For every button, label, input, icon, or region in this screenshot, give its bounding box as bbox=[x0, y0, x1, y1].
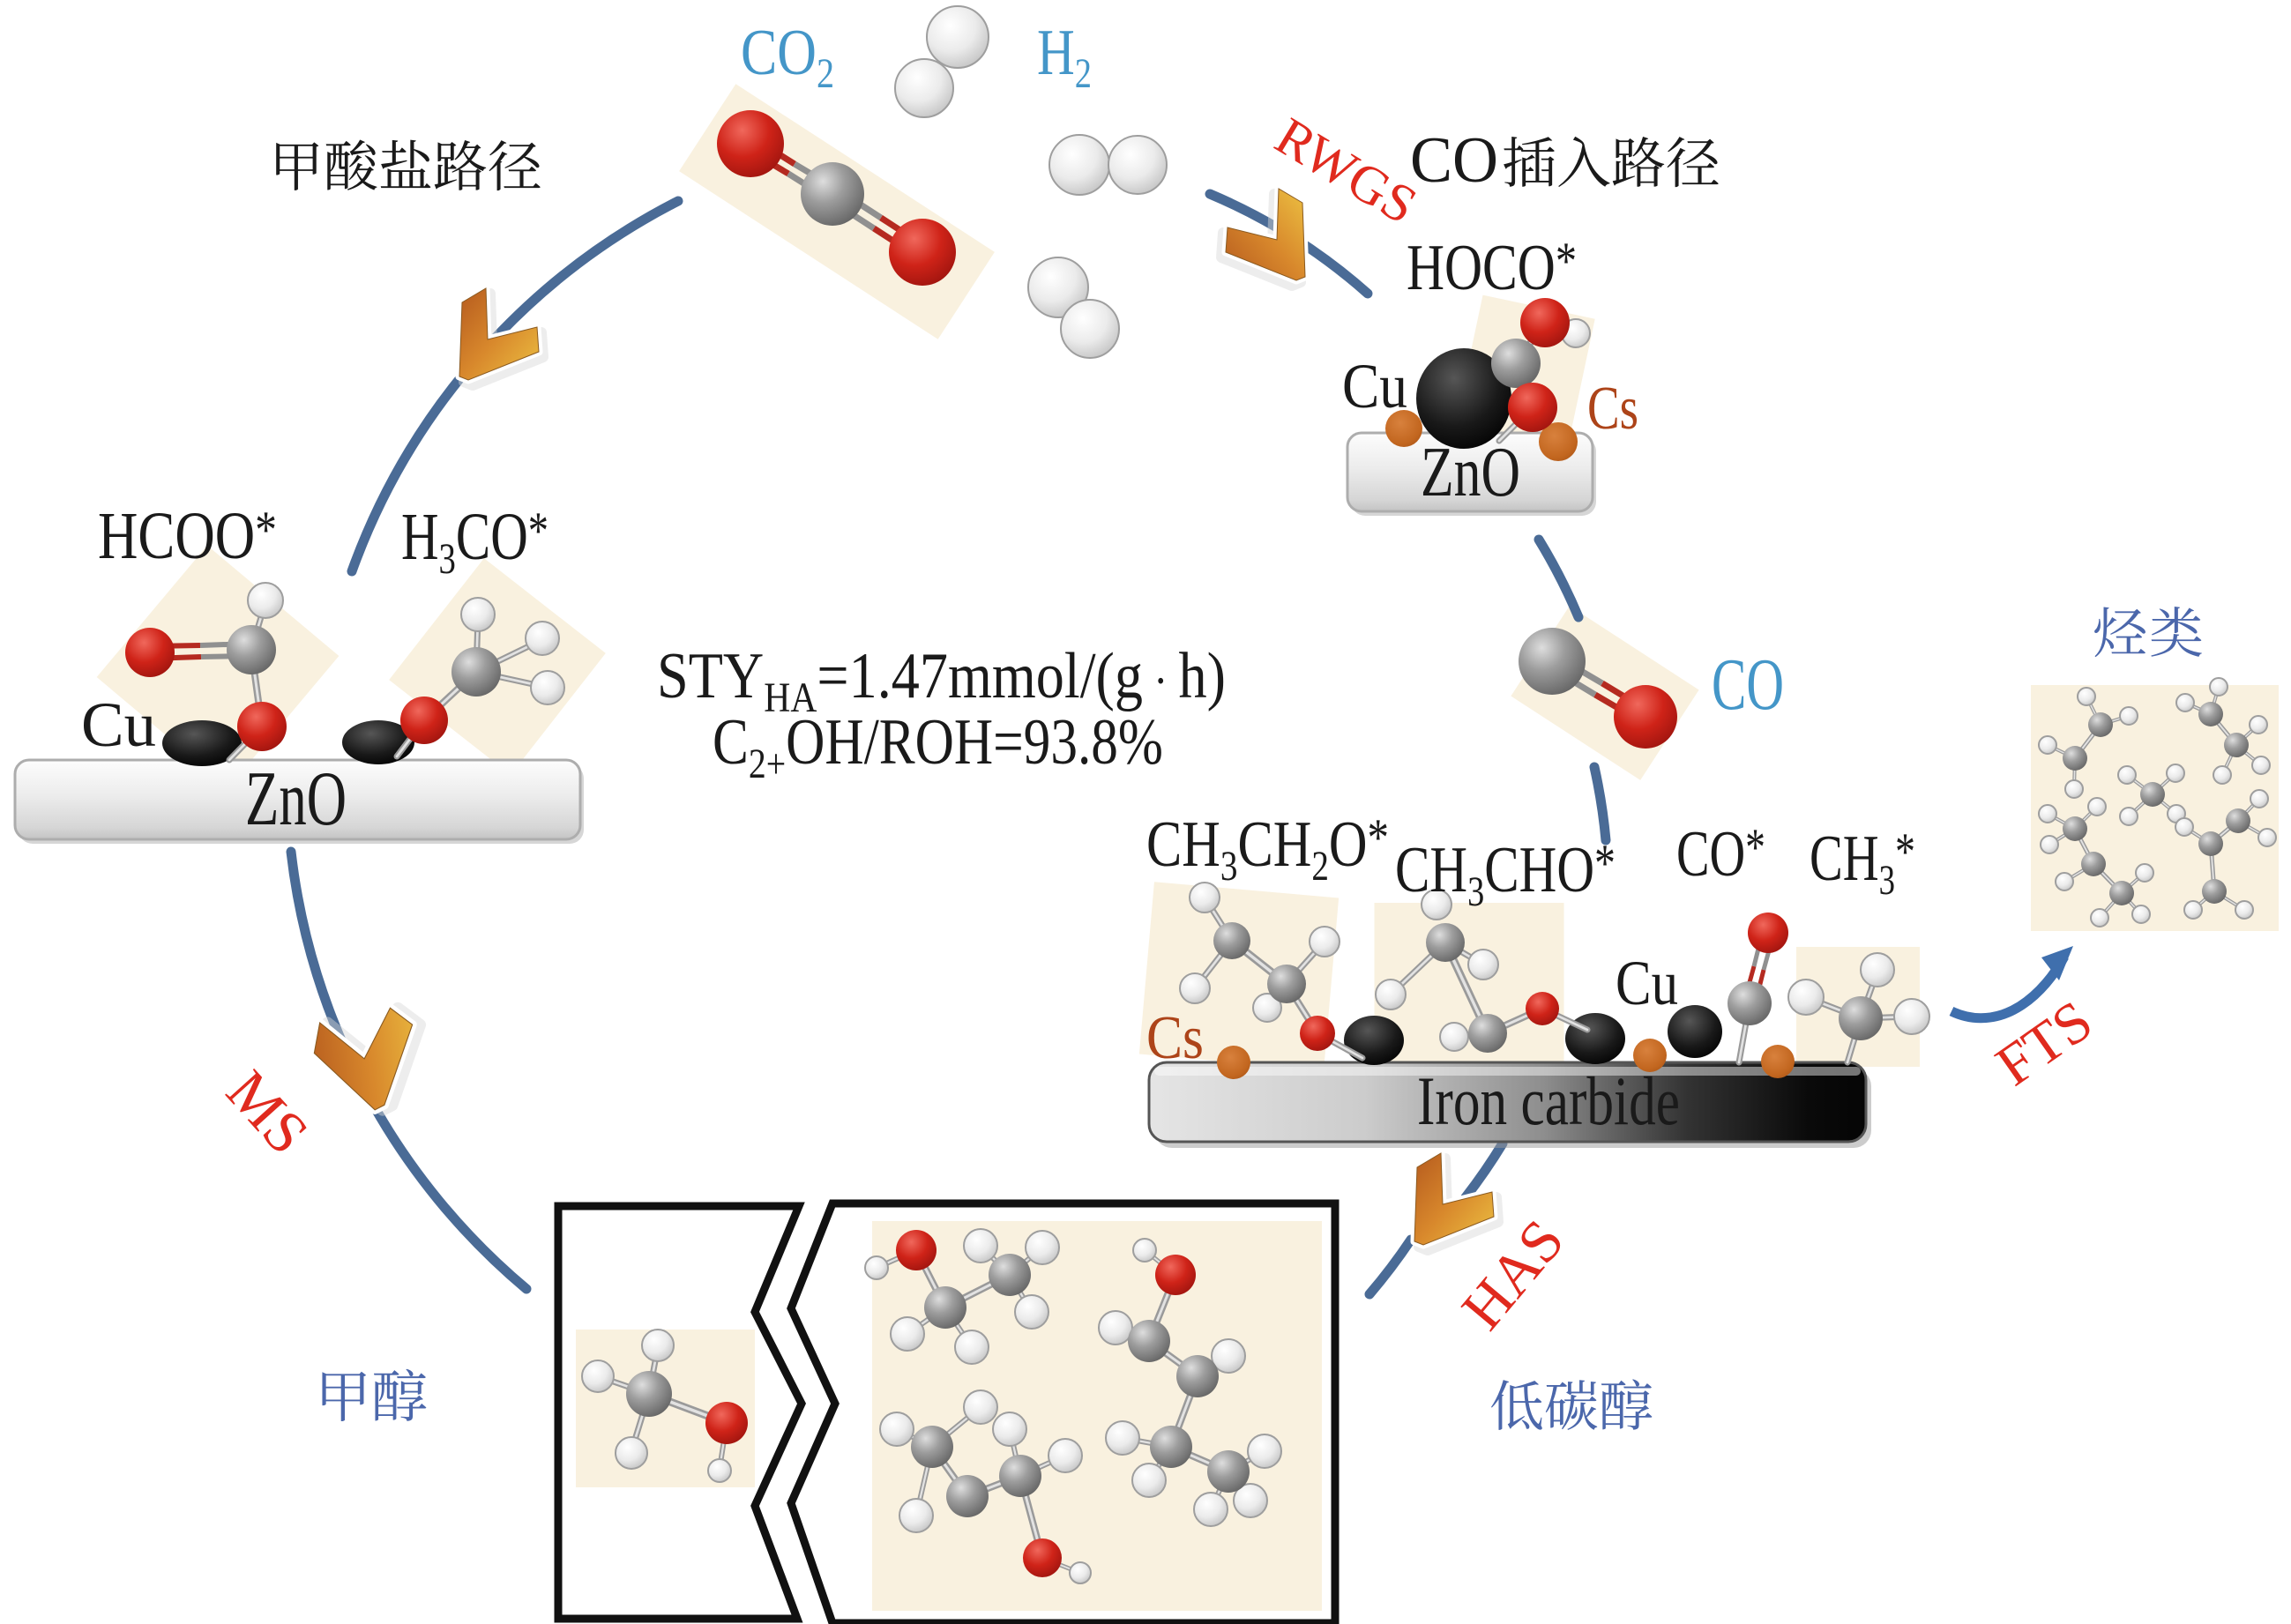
svg-text:ZnO: ZnO bbox=[1421, 434, 1520, 511]
svg-text:HOCO*: HOCO* bbox=[1407, 232, 1577, 304]
svg-text:HCOO*: HCOO* bbox=[98, 499, 277, 573]
svg-text:C2+OH/ROH=93.8%: C2+OH/ROH=93.8% bbox=[713, 706, 1163, 787]
svg-text:Cu: Cu bbox=[1616, 948, 1678, 1018]
svg-text:CH3CHO*: CH3CHO* bbox=[1395, 834, 1616, 915]
svg-text:CH3CH2O*: CH3CH2O* bbox=[1146, 808, 1389, 890]
svg-text:Cu: Cu bbox=[1342, 351, 1407, 421]
svg-text:Cu: Cu bbox=[81, 689, 156, 760]
svg-text:Cs: Cs bbox=[1587, 375, 1638, 443]
svg-text:CO: CO bbox=[1712, 644, 1784, 726]
svg-text:CO*: CO* bbox=[1676, 818, 1765, 890]
svg-text:Cs: Cs bbox=[1146, 1004, 1204, 1072]
svg-text:STYHA=1.47mmol/(g · h): STYHA=1.47mmol/(g · h) bbox=[657, 640, 1226, 721]
svg-text:CO2: CO2 bbox=[741, 17, 834, 97]
svg-text:CO: CO bbox=[1410, 124, 1498, 197]
svg-text:Iron carbide: Iron carbide bbox=[1417, 1062, 1680, 1139]
svg-text:H3CO*: H3CO* bbox=[401, 500, 548, 583]
svg-text:ZnO: ZnO bbox=[245, 756, 347, 842]
